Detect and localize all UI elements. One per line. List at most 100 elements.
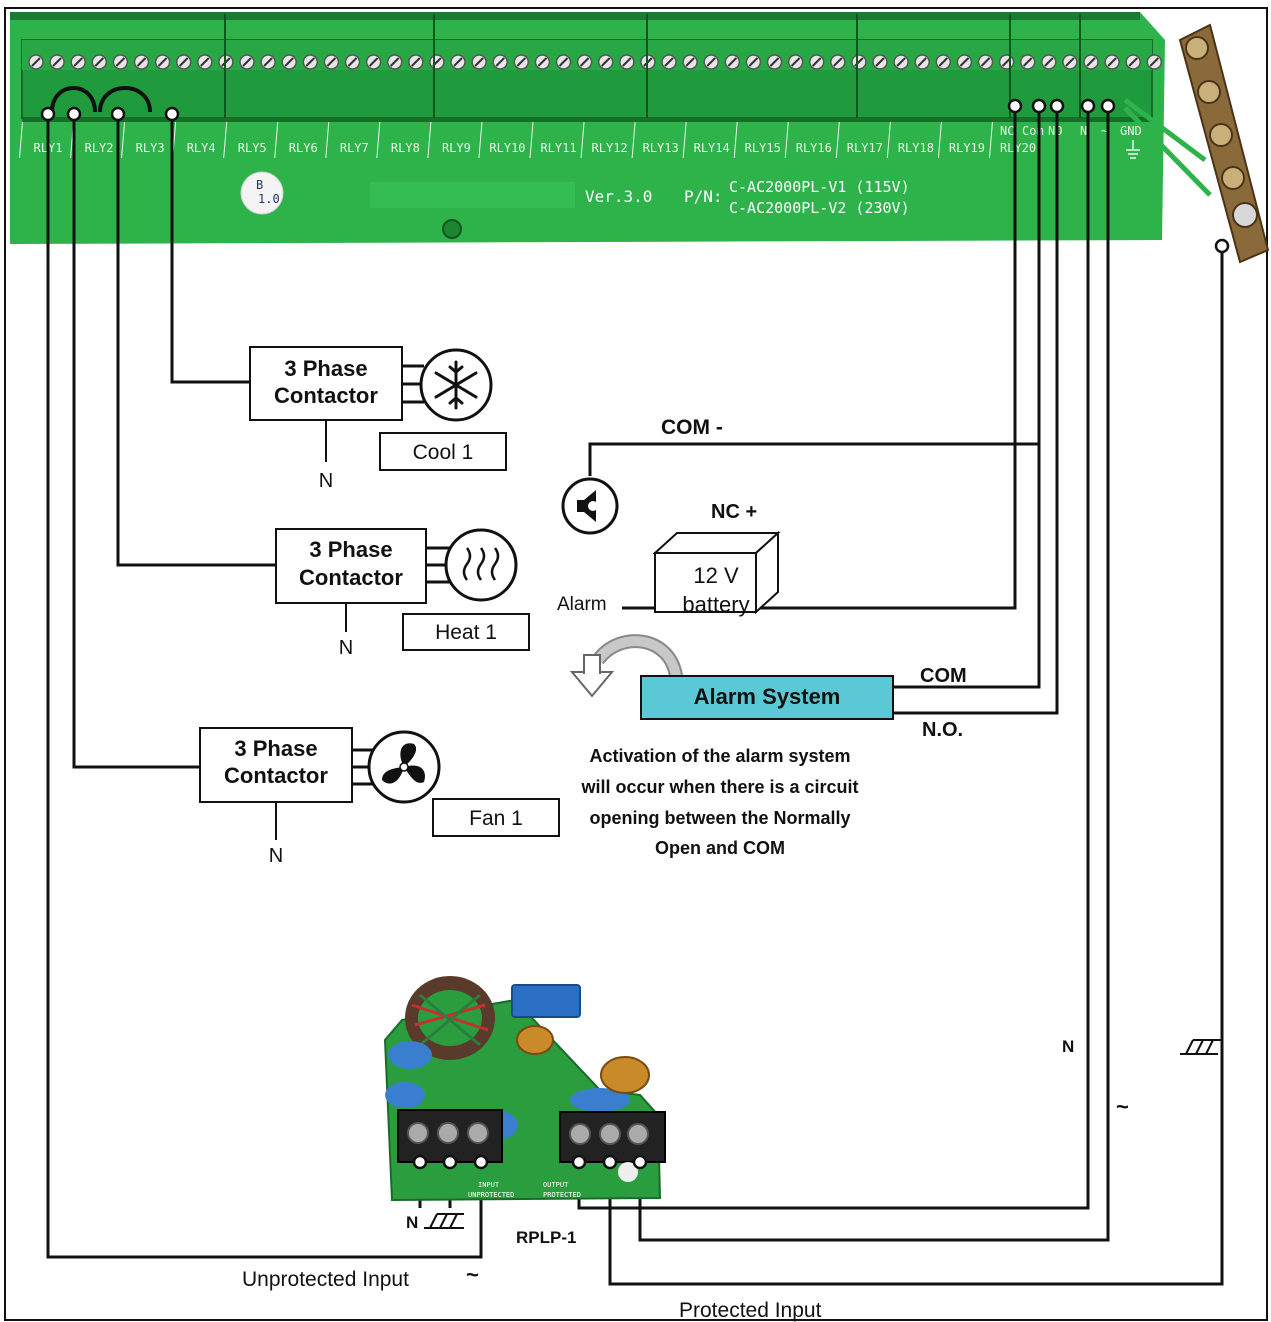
relay-label-8: RLY8 [391, 141, 420, 155]
screw-slot [748, 57, 759, 67]
protected-input-label: Protected Input [679, 1299, 822, 1322]
screw-slot [917, 57, 927, 67]
wire-alarm-nc [760, 106, 1017, 610]
relay-label-separator [427, 121, 432, 159]
screw-slot [727, 57, 738, 67]
wire-alarm-com [893, 444, 1041, 689]
screw-slot [453, 57, 463, 67]
contactor-heat-title-2: Contactor [299, 565, 403, 590]
relay-label-separator [784, 121, 789, 159]
relay-label-20: RLY20 [1000, 141, 1036, 155]
screw-slot [685, 57, 695, 67]
unprotected-tilde: ~ [466, 1262, 479, 1287]
screw-slot [875, 57, 885, 67]
protected-tilde: ~ [1116, 1094, 1129, 1119]
relay-label-10: RLY10 [489, 141, 525, 155]
screw-slot [1107, 57, 1117, 67]
power-gnd-pin: GND [1120, 124, 1142, 138]
relay-label-13: RLY13 [643, 141, 679, 155]
screw-slot [326, 57, 337, 67]
com-minus-label: COM - [661, 416, 723, 439]
relay-label-16: RLY16 [796, 141, 832, 155]
terminal-block-dividers [224, 14, 1081, 120]
screw-slot [347, 57, 358, 67]
screw-slot [811, 57, 822, 67]
power-n-pin: N [1080, 124, 1087, 138]
wire-protected-ground [608, 246, 1224, 1286]
page-frame [4, 7, 1268, 1321]
screw-slot [474, 57, 484, 67]
wire-alarm-no [893, 106, 1059, 715]
rplp-unprotected-text: UNPROTECTED [468, 1191, 514, 1199]
alarm-section: COM - NC + 12 V battery Alarm Alarm Syst… [557, 416, 967, 858]
screw-slot [622, 57, 632, 67]
wire-cool-relay [170, 112, 250, 384]
board-ground-icon [1126, 140, 1140, 159]
note-line-2: will occur when there is a circuit [580, 777, 858, 797]
contactor-heat: 3 Phase Contactor Heat 1 N [275, 528, 530, 659]
rplp-input-n-label: N [406, 1213, 418, 1232]
alarm-wire-label: Alarm [557, 594, 607, 615]
cool-neutral-label: N [319, 470, 333, 492]
screw-slot [94, 57, 105, 67]
ground-bus-bar [1123, 23, 1270, 264]
screw-slot [1044, 57, 1054, 67]
rplp-ground-icon [424, 1213, 464, 1229]
relay-label-3: RLY3 [136, 141, 165, 155]
note-line-3: opening between the Normally [589, 808, 850, 828]
relay-label-17: RLY17 [847, 141, 883, 155]
relay-label-separator [478, 121, 483, 159]
screw-slot [368, 57, 379, 67]
relay-label-6: RLY6 [289, 141, 318, 155]
heat-neutral-label: N [339, 637, 353, 659]
label-strip [370, 182, 575, 208]
fan-load-label: Fan 1 [469, 807, 523, 830]
jumper-wire-2 [98, 86, 152, 113]
relay-label-separator [376, 121, 381, 159]
relay-label-separator [274, 121, 279, 159]
rplp-label: RPLP-1 [516, 1228, 576, 1247]
relay-label-15: RLY15 [745, 141, 781, 155]
heat-load-label: Heat 1 [435, 621, 497, 644]
note-line-1: Activation of the alarm system [589, 746, 850, 766]
alarm-system-label: Alarm System [694, 684, 841, 709]
relay-label-separator [835, 121, 840, 159]
board-pn-v2: C-AC2000PL-V2 (230V) [729, 199, 910, 217]
battery-label: battery [682, 592, 749, 617]
rplp-protected-text: PROTECTED [543, 1191, 581, 1199]
relay-label-2: RLY2 [85, 141, 114, 155]
mount-hole [442, 219, 462, 239]
relay-label-separator [529, 121, 534, 159]
rplp-output-text: OUTPUT [543, 1181, 569, 1189]
screw-slot [31, 57, 41, 67]
jumper-wire-1 [50, 86, 97, 113]
wire-unprotected-input [46, 112, 483, 1259]
unprotected-input-label: Unprotected Input [242, 1268, 409, 1291]
rly20-nc-pin: NC [1000, 124, 1014, 138]
board-pn-prefix: P/N: [684, 187, 723, 206]
power-tilde-pin: ~ [1101, 124, 1108, 138]
fan-icon [367, 730, 441, 804]
screw-slot [833, 57, 843, 67]
screw-slot [242, 57, 252, 67]
relay-label-5: RLY5 [238, 141, 267, 155]
relay-label-separator [988, 121, 993, 159]
screw-slot [178, 57, 189, 67]
relay-label-12: RLY12 [592, 141, 628, 155]
contactor-fan-title-1: 3 Phase [234, 736, 317, 761]
relay-label-7: RLY7 [340, 141, 369, 155]
siren-icon [561, 477, 619, 535]
screw-slot [959, 57, 970, 67]
relay-label-separator [580, 121, 585, 159]
relay-label-18: RLY18 [898, 141, 934, 155]
rly20-no-pin: NO [1048, 124, 1062, 138]
relay-label-separator [223, 121, 228, 159]
screw-slot [600, 57, 611, 67]
screw-slot [516, 57, 527, 67]
screw-slot [52, 57, 62, 67]
screw-slot [389, 57, 400, 67]
screw-slot [1086, 57, 1096, 67]
screw-slot [157, 57, 168, 67]
screw-slot [1065, 57, 1075, 67]
